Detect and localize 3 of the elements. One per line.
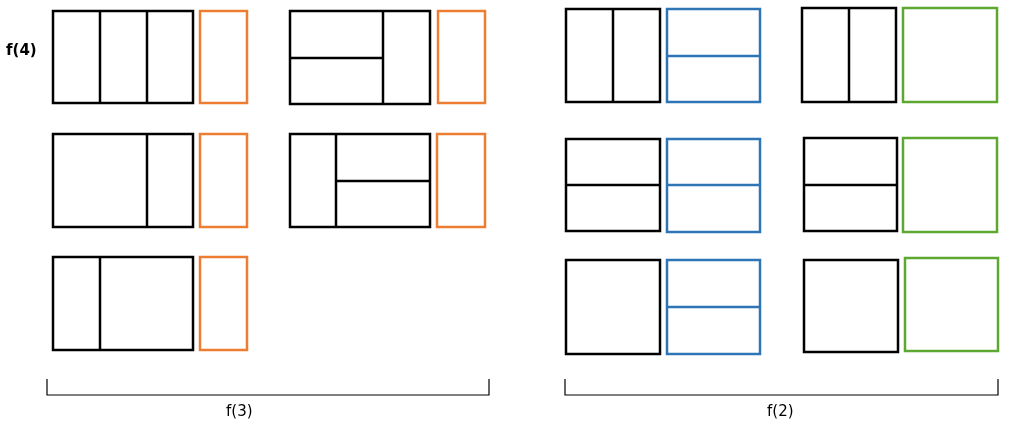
- formula-label: f(3): [226, 401, 253, 421]
- formula-label: f(2): [767, 401, 794, 421]
- formula-label: f(4): [6, 40, 37, 60]
